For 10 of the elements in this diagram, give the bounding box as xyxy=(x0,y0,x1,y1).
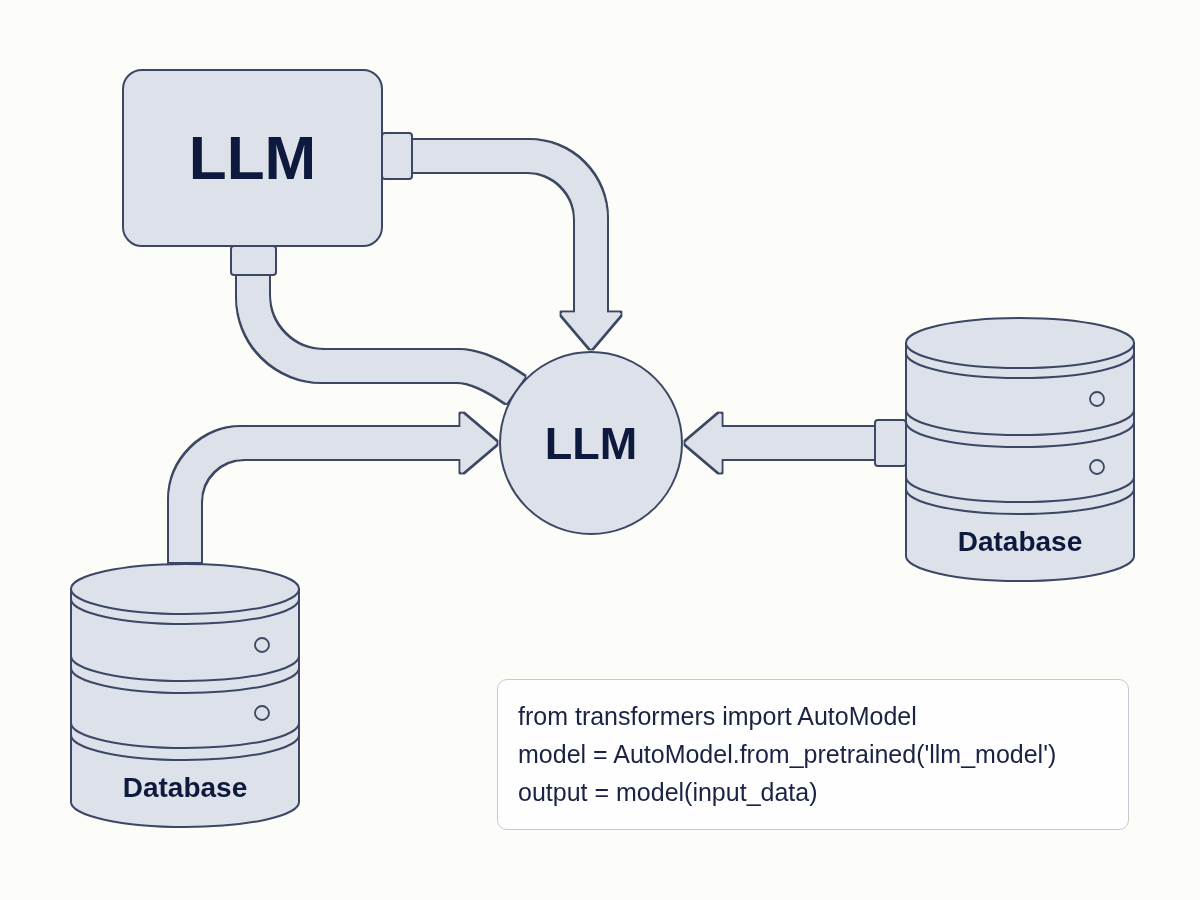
database-label: Database xyxy=(957,525,1083,559)
code-panel xyxy=(497,679,1129,830)
code-line: model = AutoModel.from_pretrained('llm_model') xyxy=(518,739,1057,770)
node-label: LLM xyxy=(544,420,638,466)
node-label: LLM xyxy=(188,127,317,189)
code-line: from transformers import AutoModel xyxy=(518,701,917,732)
pipe-arrow xyxy=(685,413,874,473)
code-line: output = model(input_data) xyxy=(518,777,818,808)
pipe-arrow xyxy=(413,140,621,349)
database-label: Database xyxy=(122,771,248,805)
